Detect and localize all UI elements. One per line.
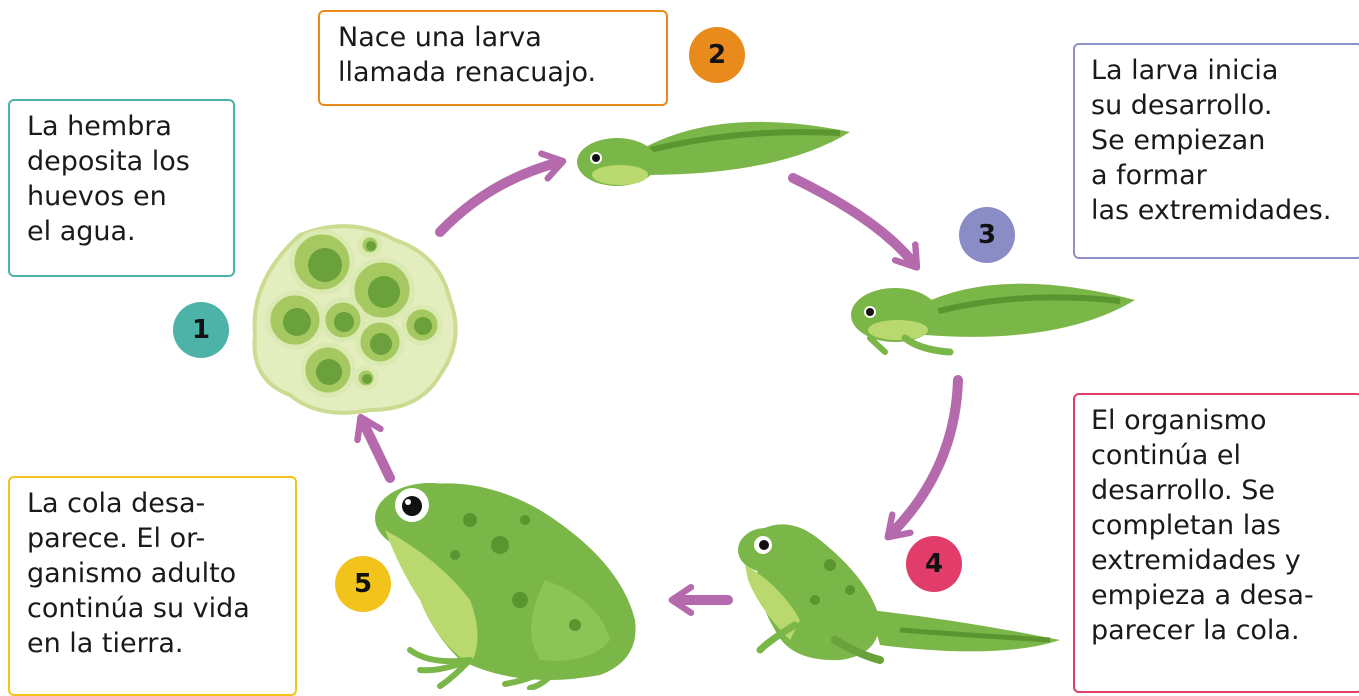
step-3-line: su desarrollo. bbox=[1091, 90, 1273, 121]
egg-cluster-icon bbox=[252, 224, 458, 415]
step-4-description: El organismo continúa el desarrollo. Se … bbox=[1073, 393, 1359, 693]
step-3-badge: 3 bbox=[959, 207, 1015, 263]
step-4-line: parecer la cola. bbox=[1091, 615, 1300, 646]
step-1-line: La hembra bbox=[27, 111, 172, 142]
step-5-line: La cola desa- bbox=[27, 488, 206, 519]
tadpole-icon bbox=[577, 121, 850, 186]
step-1-line: huevos en bbox=[27, 181, 167, 212]
step-3-line: a formar bbox=[1091, 160, 1207, 191]
step-5-line: parece. El or- bbox=[27, 523, 206, 554]
cycle-arrow-icon bbox=[354, 150, 963, 617]
step-2-badge: 2 bbox=[689, 27, 745, 83]
step-4-line: desarrollo. Se bbox=[1091, 475, 1275, 506]
step-4-badge: 4 bbox=[906, 536, 962, 592]
step-4-line: empieza a desa- bbox=[1091, 580, 1314, 611]
step-3-description: La larva inicia su desarrollo. Se empiez… bbox=[1073, 43, 1359, 259]
step-5-line: en la tierra. bbox=[27, 628, 184, 659]
adult-frog-icon bbox=[375, 483, 636, 690]
tadpole-with-legs-icon bbox=[851, 283, 1135, 356]
step-2-line: llamada renacuajo. bbox=[338, 57, 597, 88]
step-3-line: La larva inicia bbox=[1091, 55, 1279, 86]
step-1-description: La hembra deposita los huevos en el agua… bbox=[8, 99, 235, 277]
step-4-line: extremidades y bbox=[1091, 545, 1301, 576]
step-5-description: La cola desa- parece. El or- ganismo adu… bbox=[8, 476, 297, 696]
step-2-description: Nace una larva llamada renacuajo. bbox=[318, 10, 668, 106]
step-4-line: completan las bbox=[1091, 510, 1281, 541]
step-5-badge: 5 bbox=[335, 556, 391, 612]
step-2-line: Nace una larva bbox=[338, 22, 542, 53]
step-1-line: deposita los bbox=[27, 146, 190, 177]
step-1-line: el agua. bbox=[27, 216, 136, 247]
step-3-line: las extremidades. bbox=[1091, 195, 1332, 226]
arrow-3-to-4 bbox=[884, 375, 963, 541]
arrow-5-to-1 bbox=[354, 413, 395, 483]
arrow-1-to-2 bbox=[435, 150, 567, 237]
froglet-icon bbox=[738, 524, 1060, 664]
step-5-line: ganismo adulto bbox=[27, 558, 237, 589]
step-4-line: El organismo bbox=[1091, 405, 1267, 436]
step-5-line: continúa su vida bbox=[27, 593, 250, 624]
step-4-line: continúa el bbox=[1091, 440, 1242, 471]
step-3-line: Se empiezan bbox=[1091, 125, 1266, 156]
step-1-badge: 1 bbox=[173, 302, 229, 358]
arrow-2-to-3 bbox=[788, 173, 921, 271]
